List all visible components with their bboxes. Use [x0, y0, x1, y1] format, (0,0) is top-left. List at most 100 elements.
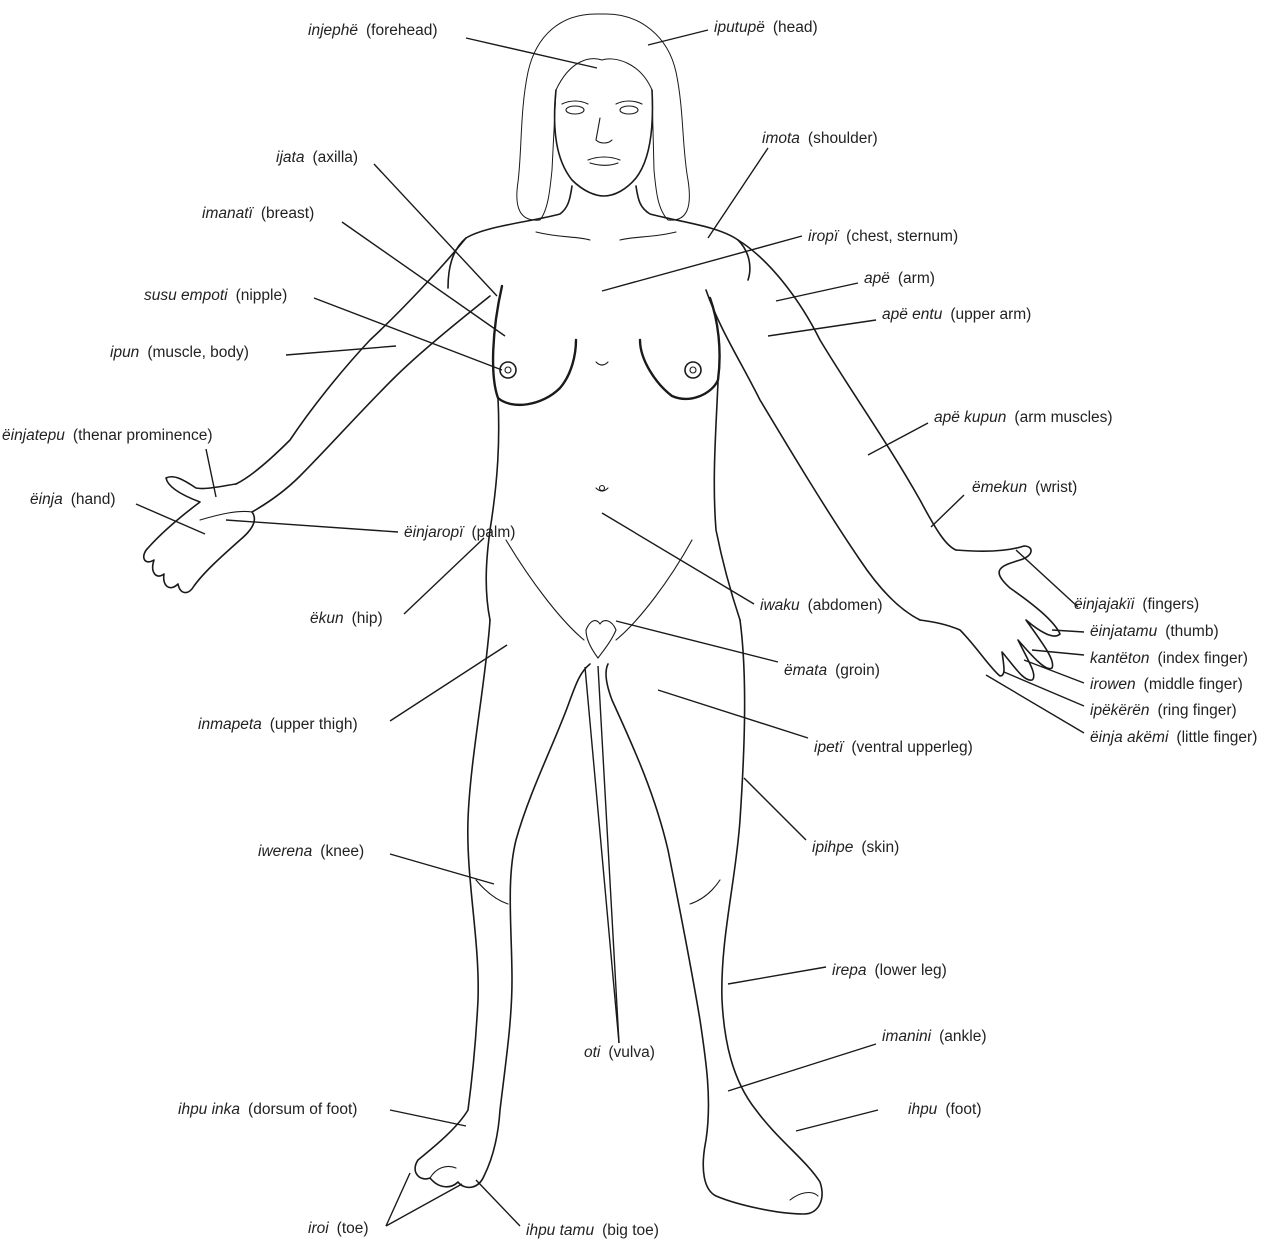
leader-upper-thigh	[390, 645, 507, 721]
leader-thenar	[206, 449, 216, 497]
label-term: ëkun	[310, 610, 344, 627]
label-gloss: (hip)	[352, 610, 383, 627]
leader-ring-finger	[1004, 672, 1084, 706]
label-term: ëinja	[30, 491, 63, 508]
leader-lower-leg	[728, 967, 826, 984]
leader-nipple	[314, 298, 502, 370]
label-term: irowen	[1090, 676, 1136, 693]
label-term: irepa	[832, 962, 866, 979]
label-term: ipëkërën	[1090, 702, 1149, 719]
label-thenar: ëinjatepu (thenar prominence)	[2, 428, 213, 444]
leader-middle-finger	[1024, 660, 1084, 683]
label-big-toe: ihpu tamu(big toe)	[526, 1223, 659, 1239]
label-term: kantëton	[1090, 650, 1149, 667]
label-gloss: (nipple)	[236, 287, 288, 304]
label-gloss: (abdomen)	[808, 597, 883, 614]
label-gloss: (hand)	[71, 491, 116, 508]
label-arm-muscles: apë kupun (arm muscles)	[934, 410, 1113, 426]
leader-little-finger	[986, 675, 1084, 733]
leader-toe-1	[386, 1173, 410, 1226]
label-gloss: (lower leg)	[874, 962, 946, 979]
label-axilla: ijata(axilla)	[276, 150, 358, 166]
label-upper-arm: apë entu(upper arm)	[882, 307, 1031, 323]
label-term: iwerena	[258, 843, 312, 860]
label-term: imota	[762, 130, 800, 147]
label-term: iroi	[308, 1220, 329, 1237]
label-term: apë	[864, 270, 890, 287]
label-term: iputupë	[714, 19, 765, 36]
label-gloss: (dorsum of foot)	[248, 1101, 357, 1118]
label-ankle: imanini(ankle)	[882, 1029, 987, 1045]
leader-upper-arm	[768, 320, 876, 336]
label-upper-thigh: inmapeta(upper thigh)	[198, 717, 358, 733]
label-gloss: (thumb)	[1165, 623, 1218, 640]
label-gloss: (palm)	[471, 524, 515, 541]
label-gloss: (forehead)	[366, 22, 438, 39]
label-term: ihpu inka	[178, 1101, 240, 1118]
label-gloss: (little finger)	[1176, 729, 1257, 746]
label-gloss: (wrist)	[1035, 479, 1077, 496]
label-term: ëinjatepu	[2, 427, 65, 444]
leader-arm-muscles	[868, 423, 928, 455]
label-thumb: ëinjatamu(thumb)	[1090, 624, 1219, 640]
label-gloss: (fingers)	[1142, 596, 1199, 613]
label-ventral-upperleg: ipetï(ventral upperleg)	[814, 740, 973, 756]
label-term: injephë	[308, 22, 358, 39]
label-term: ëinja akëmi	[1090, 729, 1168, 746]
leader-palm	[226, 520, 398, 532]
label-gloss: (groin)	[835, 662, 880, 679]
label-gloss: (ventral upperleg)	[851, 739, 972, 756]
label-gloss: (chest, sternum)	[846, 228, 958, 245]
leader-shoulder	[708, 148, 768, 238]
label-hip: ëkun (hip)	[310, 611, 383, 627]
label-lower-leg: irepa (lower leg)	[832, 963, 947, 979]
leader-big-toe	[476, 1180, 520, 1226]
leader-fingers	[1016, 550, 1078, 607]
label-vulva: oti (vulva)	[584, 1045, 655, 1061]
label-term: ijata	[276, 149, 304, 166]
leader-hip	[404, 538, 484, 614]
label-skin: ipihpe (skin)	[812, 840, 899, 856]
label-term: ihpu tamu	[526, 1222, 594, 1239]
label-gloss: (head)	[773, 19, 818, 36]
label-term: oti	[584, 1044, 600, 1061]
label-gloss: (muscle, body)	[147, 344, 249, 361]
label-gloss: (arm)	[898, 270, 935, 287]
label-term: ëinjajakïi	[1074, 596, 1134, 613]
label-gloss: (toe)	[337, 1220, 369, 1237]
label-hand: ëinja (hand)	[30, 492, 116, 508]
leader-chest	[602, 236, 802, 291]
label-wrist: ëmekun (wrist)	[972, 480, 1077, 496]
leader-groin	[616, 621, 778, 662]
label-middle-finger: irowen(middle finger)	[1090, 677, 1243, 693]
label-nipple: susu empoti(nipple)	[144, 288, 287, 304]
label-gloss: (ankle)	[939, 1028, 986, 1045]
leader-axilla	[374, 164, 497, 296]
leader-arm	[776, 283, 858, 301]
leader-hand	[136, 504, 205, 534]
label-term: ëmekun	[972, 479, 1027, 496]
label-little-finger: ëinja akëmi (little finger)	[1090, 730, 1257, 746]
label-dorsum-foot: ihpu inka (dorsum of foot)	[178, 1102, 357, 1118]
label-term: ipihpe	[812, 839, 853, 856]
leader-thumb	[1052, 630, 1084, 632]
label-index-finger: kantëton(index finger)	[1090, 651, 1248, 667]
label-gloss: (thenar prominence)	[73, 427, 213, 444]
label-knee: iwerena(knee)	[258, 844, 364, 860]
leader-vulva	[598, 666, 619, 1043]
label-abdomen: iwaku(abdomen)	[760, 598, 883, 614]
label-term: imanatï	[202, 205, 253, 222]
label-foot: ihpu(foot)	[908, 1102, 982, 1118]
leader-knee	[390, 854, 494, 884]
label-gloss: (vulva)	[608, 1044, 655, 1061]
label-palm: ëinjaropï(palm)	[404, 525, 515, 541]
label-gloss: (skin)	[861, 839, 899, 856]
label-gloss: (arm muscles)	[1014, 409, 1112, 426]
label-fingers: ëinjajakïi (fingers)	[1074, 597, 1199, 613]
label-toe: iroi (toe)	[308, 1221, 369, 1237]
label-term: apë kupun	[934, 409, 1006, 426]
leader-head	[648, 30, 708, 45]
leader-vulva-2	[585, 667, 619, 1043]
leader-muscle	[286, 346, 396, 355]
